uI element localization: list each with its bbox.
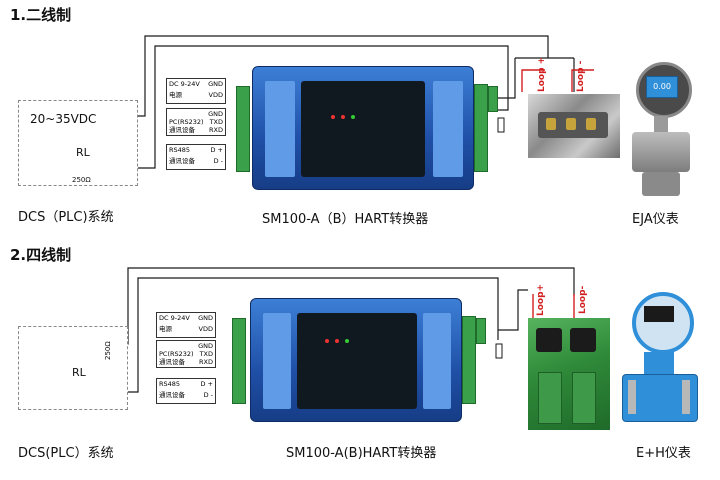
- s1-wire-hart1: [498, 58, 516, 99]
- s1-resistor-label: RL: [76, 146, 90, 159]
- s2-resistor-label: RL: [72, 366, 86, 379]
- s1-dcs-box: [18, 100, 138, 186]
- s1-eja-terminal-photo: [528, 94, 620, 158]
- s1-terminal-left: [236, 86, 250, 172]
- s2-terminal-right: [462, 316, 476, 404]
- s1-eja-instrument: 0.00: [626, 62, 696, 198]
- s1-loop-plus-wire: [521, 69, 545, 92]
- s2-converter-caption: SM100-A(B)HART转换器: [286, 446, 437, 461]
- section1-heading: 1.二线制: [10, 6, 72, 24]
- s1-instrument-caption: EJA仪表: [632, 212, 679, 227]
- s2-eh-terminal-photo: [528, 318, 610, 430]
- s2-loop-minus: Loop-: [578, 285, 588, 314]
- s2-resistor-value: 250Ω: [104, 341, 112, 360]
- s1-terminal-right: [474, 84, 488, 172]
- s1-terminal-loop: [488, 86, 498, 112]
- s2-hart-converter: [250, 298, 462, 422]
- s1-dcs-caption: DCS（PLC)系统: [18, 210, 114, 225]
- s2-instrument-caption: E+H仪表: [636, 446, 691, 461]
- section2-heading: 2.四线制: [10, 246, 72, 264]
- s2-dcs-caption: DCS(PLC）系统: [18, 446, 114, 461]
- s1-dcs-voltage: 20~35VDC: [30, 112, 97, 126]
- s1-converter-caption: SM100-A（B）HART转换器: [262, 212, 429, 227]
- s2-dcs-box: [18, 326, 128, 410]
- s2-wire-inner: [120, 277, 499, 393]
- s2-eh-instrument: [622, 288, 700, 434]
- s1-hart-converter: [252, 66, 474, 190]
- s1-wire-inner: [120, 45, 509, 169]
- s1-eja-display: 0.00: [646, 76, 678, 98]
- s2-terminal-loop: [476, 318, 486, 344]
- s1-loop-minus-wire: [571, 69, 594, 92]
- s1-resistor-value: 250Ω: [72, 176, 91, 184]
- s2-terminal-left: [232, 318, 246, 404]
- s2-loop-plus: Loop+: [536, 283, 546, 316]
